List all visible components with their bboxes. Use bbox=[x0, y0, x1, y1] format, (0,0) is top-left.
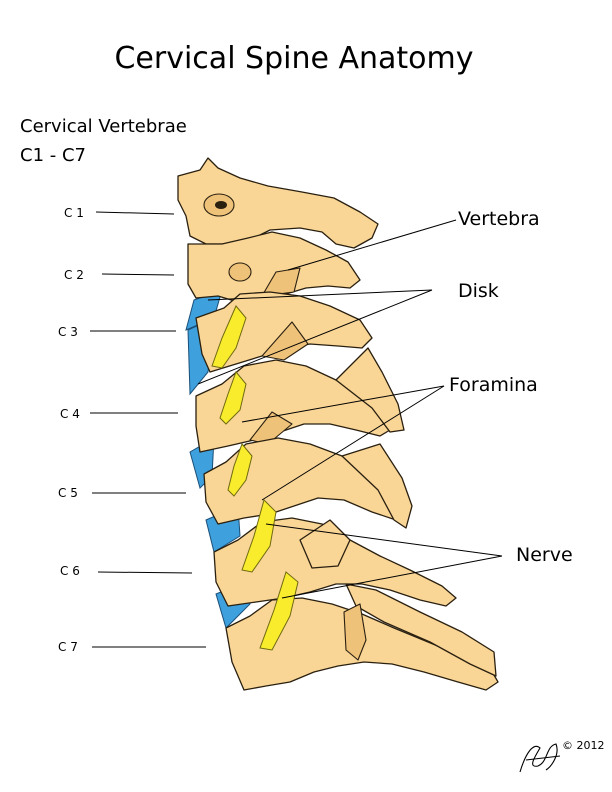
copyright-text: © 2012 bbox=[562, 739, 605, 752]
label-foramina: Foramina bbox=[449, 374, 538, 396]
spine-illustration bbox=[178, 158, 498, 690]
label-vertebra: Vertebra bbox=[458, 208, 540, 230]
label-disk: Disk bbox=[458, 280, 499, 302]
signature-mark bbox=[520, 744, 560, 772]
level-label-c7: C 7 bbox=[58, 640, 78, 654]
leader-c1 bbox=[96, 212, 174, 214]
level-label-c2: C 2 bbox=[64, 268, 84, 282]
signature-flourish bbox=[520, 744, 560, 772]
c1-foramen bbox=[215, 201, 227, 209]
page-title: Cervical Spine Anatomy bbox=[114, 41, 473, 76]
level-label-c1: C 1 bbox=[64, 206, 84, 220]
label-nerve: Nerve bbox=[516, 544, 573, 566]
leader-c6 bbox=[98, 572, 192, 573]
level-label-c3: C 3 bbox=[58, 325, 78, 339]
level-label-c5: C 5 bbox=[58, 486, 78, 500]
c2-foramen-ring bbox=[229, 263, 251, 281]
subtitle-line-1: Cervical Vertebrae bbox=[20, 116, 187, 137]
level-label-c6: C 6 bbox=[60, 564, 80, 578]
leader-c2 bbox=[102, 274, 174, 275]
subtitle-line-2: C1 - C7 bbox=[20, 145, 86, 166]
level-labels: C 1 C 2 C 3 C 4 C 5 C 6 C 7 bbox=[58, 206, 206, 654]
level-label-c4: C 4 bbox=[60, 407, 80, 421]
